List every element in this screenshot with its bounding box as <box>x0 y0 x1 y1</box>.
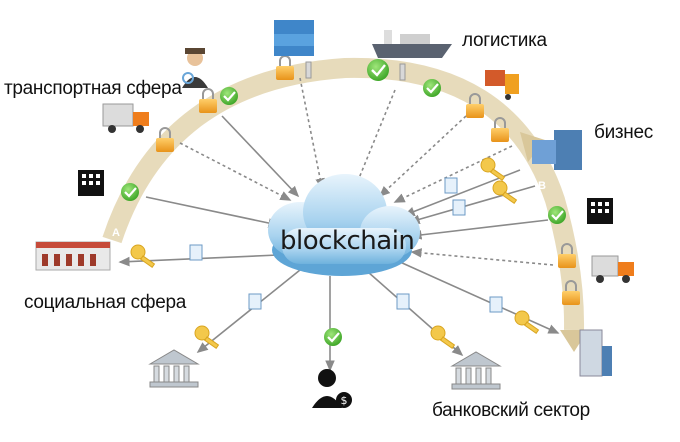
check-icon <box>121 183 139 201</box>
lock-icon <box>491 117 509 142</box>
data-doc-icon <box>189 244 203 261</box>
arrows-to-center <box>145 77 554 266</box>
node-label-social: социальная сфера <box>24 292 186 313</box>
check-icon <box>324 328 342 346</box>
check-icons <box>121 59 566 346</box>
thermometer-icon <box>305 61 312 79</box>
key-icon <box>514 310 540 335</box>
blockchain-label: blockchain <box>280 226 415 256</box>
tower-icon <box>579 329 612 377</box>
lock-icon <box>276 55 294 80</box>
ring-arc <box>102 57 585 331</box>
arc-start-letter: A <box>112 227 120 239</box>
user-money-icon: $ <box>312 369 352 408</box>
check-icon <box>423 79 441 97</box>
data-doc-icon <box>396 293 410 310</box>
auditor-icon <box>182 48 208 88</box>
server-rack-icon <box>532 130 582 170</box>
data-doc-icon <box>248 293 262 310</box>
lock-icon <box>156 127 174 152</box>
check-icon <box>548 206 566 224</box>
lock-icon <box>199 88 217 113</box>
key-icons <box>130 157 540 350</box>
bank-icon <box>450 351 502 390</box>
key-icon <box>492 180 518 205</box>
data-doc-icon <box>452 199 466 216</box>
truck-icon <box>591 255 634 283</box>
ship-icon <box>372 30 452 58</box>
forklift-icon <box>485 70 519 100</box>
check-icon <box>367 59 389 81</box>
data-doc-icon <box>489 296 503 313</box>
bank-icon <box>148 349 200 388</box>
arc-end-letter: B <box>538 180 546 192</box>
key-icon <box>194 325 220 350</box>
data-doc-icon <box>444 177 458 194</box>
lock-icon <box>466 93 484 118</box>
thermometer-icon <box>399 63 406 81</box>
building-icon <box>587 198 613 224</box>
check-icon <box>220 87 238 105</box>
building-icon <box>35 241 111 271</box>
node-label-logistics: логистика <box>462 30 547 51</box>
data-doc-icons <box>189 177 503 313</box>
node-label-business: бизнес <box>594 122 653 143</box>
building-icon <box>78 170 104 196</box>
lock-icons <box>156 55 580 305</box>
svg-text:$: $ <box>341 394 348 407</box>
truck-icon <box>102 103 149 133</box>
server-icon <box>274 20 314 56</box>
node-label-transport: транспортная сфера <box>4 78 182 99</box>
lock-icon <box>558 243 576 268</box>
key-icon <box>430 325 456 350</box>
node-label-banking: банковский сектор <box>432 400 590 421</box>
cloud-icon <box>268 174 420 276</box>
key-icon <box>130 244 156 269</box>
lock-icon <box>562 280 580 305</box>
key-icon <box>480 157 506 182</box>
